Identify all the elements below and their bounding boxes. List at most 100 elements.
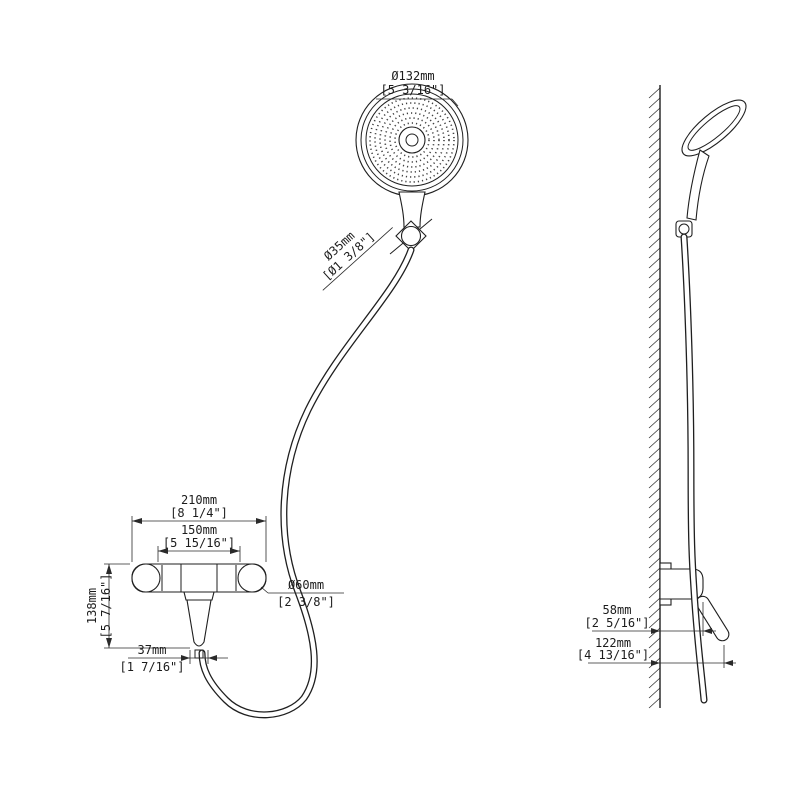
wall-hatch-line — [648, 427, 661, 439]
wall-hatch-line — [648, 637, 661, 649]
wall-hatch — [648, 87, 661, 709]
dim-label: 122mm — [595, 636, 631, 650]
dim-label: [5 3/16"] — [380, 83, 445, 97]
wall-hatch-line — [648, 97, 661, 109]
head-face-profile — [687, 105, 741, 151]
dim-label: [2 3/8"] — [277, 595, 335, 609]
wall-hatch-line — [648, 197, 661, 209]
wall-hatch-line — [648, 357, 661, 369]
wall-hatch-line — [648, 507, 661, 519]
dim-label: [5 7/16"] — [99, 573, 113, 638]
wall-hatch-line — [648, 497, 661, 509]
dim-label: [8 1/4"] — [170, 506, 228, 520]
arrowhead — [181, 655, 190, 661]
hose-tube-inner — [199, 247, 414, 717]
dim-label: 150mm — [181, 523, 217, 537]
spray-nozzle-ring — [379, 107, 445, 173]
dim-label: 58mm — [603, 603, 632, 617]
wall-hatch-line — [648, 697, 661, 709]
wall-hatch-line — [648, 537, 661, 549]
wall-hatch-line — [648, 527, 661, 539]
wall-hatch-line — [648, 417, 661, 429]
wall-hatch-line — [648, 337, 661, 349]
arrowhead — [106, 564, 112, 574]
left-escutcheon — [131, 563, 161, 593]
wall-hatch-line — [648, 307, 661, 319]
wall-hatch-line — [648, 397, 661, 409]
arrowhead — [651, 660, 660, 666]
wall-hatch-line — [648, 467, 661, 479]
wall-hatch-line — [648, 517, 661, 529]
dim-escutcheon-diameter: Ø60mm [2 3/8"] — [260, 578, 344, 609]
dim-label: 138mm — [85, 588, 99, 624]
dim-centers-width: 150mm [5 15/16"] — [157, 523, 241, 562]
arrowhead — [208, 655, 217, 661]
wall-hatch-line — [648, 257, 661, 269]
head-profile — [681, 99, 747, 157]
wall-hatch-line — [648, 187, 661, 199]
dim-label: [2 5/16"] — [584, 616, 649, 630]
leader-line — [451, 98, 459, 107]
dim-label: [5 15/16"] — [163, 536, 235, 550]
dim-holder-diameter: Ø35mm [Ø1 3/8"] — [320, 227, 393, 291]
holder-knob — [400, 225, 422, 247]
shower-hose-front — [198, 246, 415, 719]
wall-hatch-line — [648, 667, 661, 679]
wall-hatch-line — [648, 627, 661, 639]
dim-body-depth: 58mm [2 5/16"] — [584, 602, 716, 636]
wall-hatch-line — [648, 87, 661, 99]
spray-nozzle-ring — [389, 117, 435, 163]
wall-hatch-line — [648, 147, 661, 159]
wall-hatch-line — [648, 137, 661, 149]
spray-nozzle-ring — [369, 97, 455, 183]
wall-hatch-line — [648, 327, 661, 339]
wall-hatch-line — [648, 437, 661, 449]
spray-nozzle-ring — [384, 112, 440, 168]
dim-label: Ø132mm — [391, 69, 434, 83]
shower-center-button — [405, 133, 419, 147]
wall-hatch-line — [648, 377, 661, 389]
wall-hatch-line — [648, 177, 661, 189]
wall-hatch-line — [648, 127, 661, 139]
wall-hatch-line — [648, 247, 661, 259]
shower-face-plate — [365, 93, 459, 187]
wall-hatch-line — [648, 367, 661, 379]
hand-shower-head — [355, 83, 469, 228]
wall-hatch-line — [648, 577, 661, 589]
wall-hatch-line — [648, 597, 661, 609]
dim-label: 37mm — [138, 643, 167, 657]
wall-hatch-line — [648, 407, 661, 419]
arrowhead — [106, 638, 112, 648]
front-view: Ø132mm [5 3/16"] Ø35mm [Ø1 3/8"] 210mm [… — [85, 69, 469, 719]
wall-hatch-line — [648, 157, 661, 169]
wall-hatch-line — [648, 167, 661, 179]
wall-hatch-line — [648, 557, 661, 569]
wall-hatch-line — [648, 347, 661, 359]
wall-hatch-line — [648, 457, 661, 469]
wall-hatch-line — [648, 617, 661, 629]
spray-nozzle-ring — [394, 122, 430, 158]
arrowhead — [651, 628, 660, 634]
wall-hatch-line — [648, 687, 661, 699]
wall-hatch-line — [648, 647, 661, 659]
side-view: 58mm [2 5/16"] 122mm [4 13/16"] — [577, 85, 747, 709]
wall-hatch-line — [648, 487, 661, 499]
shower-head-rim — [360, 88, 464, 192]
dim-total-depth: 122mm [4 13/16"] — [577, 636, 736, 668]
wall-hatch-line — [648, 317, 661, 329]
wall-hatch-line — [648, 567, 661, 579]
wall-hatch-line — [648, 277, 661, 289]
hand-shower-head-side — [675, 99, 747, 238]
dim-label: Ø60mm — [288, 578, 324, 592]
wall-hatch-line — [648, 587, 661, 599]
arrowhead — [724, 660, 733, 666]
wall-hatch-line — [648, 227, 661, 239]
dim-handle-width: 37mm [1 7/16"] — [119, 643, 228, 674]
arrowhead — [230, 548, 240, 554]
dim-label: [4 13/16"] — [577, 648, 649, 662]
shower-hose-side — [680, 233, 708, 704]
dim-head-diameter: Ø132mm [5 3/16"] — [376, 69, 459, 107]
wall-hatch-line — [648, 267, 661, 279]
mixer-lever-side — [695, 595, 730, 642]
